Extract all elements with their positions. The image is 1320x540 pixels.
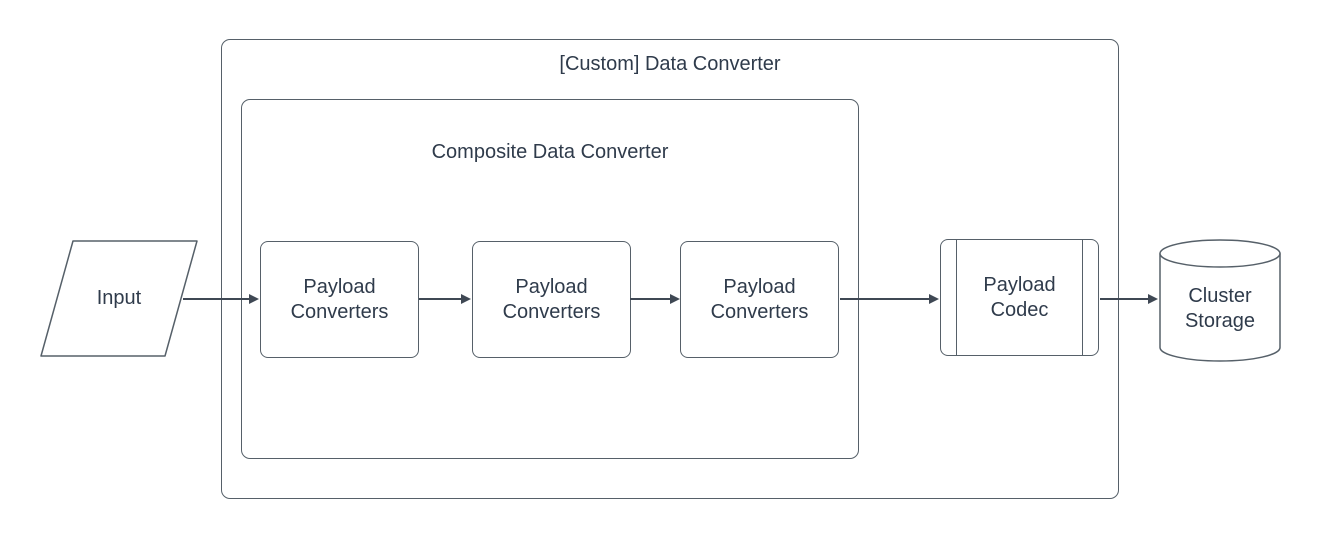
arrow-head-icon — [1148, 294, 1158, 304]
arrow-converter2-to-converter3 — [630, 293, 680, 305]
arrow-line — [840, 298, 931, 300]
arrow-line — [183, 298, 251, 300]
codec-left-bar — [956, 240, 957, 355]
arrow-line — [1100, 298, 1150, 300]
payload-converters-node-3: Payload Converters — [680, 241, 839, 358]
payload-codec-node: Payload Codec — [940, 239, 1099, 356]
custom-data-converter-label: [Custom] Data Converter — [559, 53, 781, 75]
arrow-line — [419, 298, 463, 300]
payload-converters-label-1: Payload Converters — [290, 275, 389, 323]
arrow-converter1-to-converter2 — [419, 293, 471, 305]
parallelogram-shape — [40, 240, 198, 357]
input-label: Input — [96, 287, 142, 309]
arrow-head-icon — [249, 294, 259, 304]
arrow-converter3-to-codec — [840, 293, 939, 305]
cluster-storage-node: Cluster Storage — [1159, 239, 1281, 362]
payload-codec-label: Payload Codec — [983, 273, 1056, 321]
composite-data-converter-label: Composite Data Converter — [431, 141, 669, 163]
input-node: Input — [40, 240, 198, 357]
payload-converters-node-2: Payload Converters — [472, 241, 631, 358]
arrow-input-to-converter1 — [183, 293, 259, 305]
payload-converters-label-2: Payload Converters — [502, 275, 601, 323]
arrow-head-icon — [929, 294, 939, 304]
arrow-head-icon — [461, 294, 471, 304]
payload-converters-label-3: Payload Converters — [710, 275, 809, 323]
arrow-codec-to-storage — [1100, 293, 1158, 305]
composite-data-converter-group: Composite Data Converter — [241, 99, 859, 459]
cylinder-shape — [1159, 239, 1281, 362]
custom-data-converter-group: [Custom] Data Converter — [221, 39, 1119, 499]
arrow-head-icon — [670, 294, 680, 304]
cluster-storage-label: Cluster Storage — [1184, 284, 1256, 332]
payload-converters-node-1: Payload Converters — [260, 241, 419, 358]
arrow-line — [630, 298, 672, 300]
codec-right-bar — [1082, 240, 1083, 355]
